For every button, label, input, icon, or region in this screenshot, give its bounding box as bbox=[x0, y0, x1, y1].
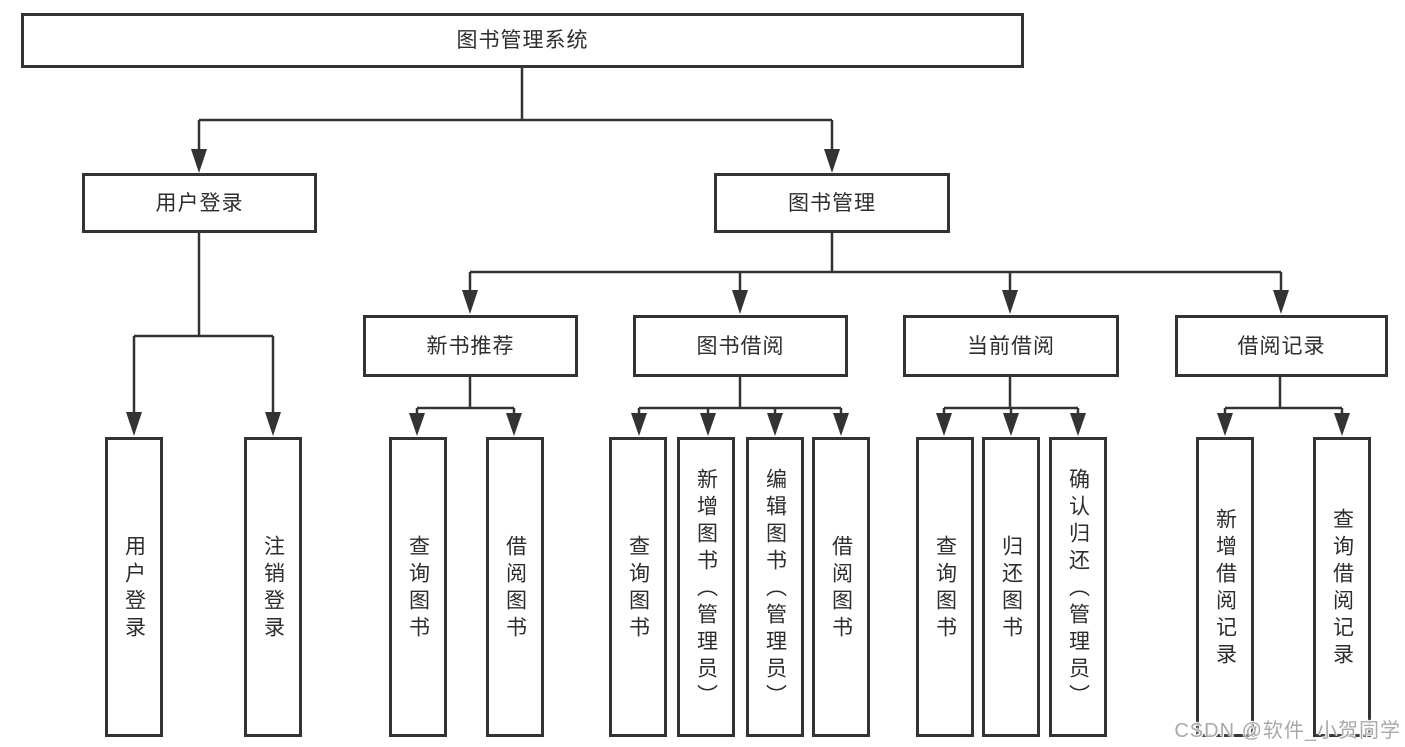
leaf-query-books-borrow: 查询图书 bbox=[609, 437, 667, 737]
leaf-logout: 注销登录 bbox=[244, 437, 302, 737]
leaf-add-borrow-record: 新增借阅记录 bbox=[1196, 437, 1254, 737]
node-current-borrowing: 当前借阅 bbox=[903, 315, 1119, 377]
leaf-borrow-books-recommend: 借阅图书 bbox=[486, 437, 544, 737]
leaf-query-books-current: 查询图书 bbox=[916, 437, 974, 737]
node-library-management-system: 图书管理系统 bbox=[21, 13, 1024, 68]
leaf-borrow-books: 借阅图书 bbox=[812, 437, 870, 737]
leaf-return-books: 归还图书 bbox=[982, 437, 1040, 737]
connector-borrow-records-to-leaves bbox=[1217, 377, 1350, 436]
connector-user-login-to-leaves bbox=[126, 233, 281, 436]
csdn-watermark: CSDN @软件_小贺同学 bbox=[1174, 720, 1401, 742]
connector-current-borrow-to-leaves bbox=[936, 377, 1086, 436]
node-book-management: 图书管理 bbox=[714, 173, 950, 233]
node-user-login: 用户登录 bbox=[82, 173, 317, 233]
connector-book-management-to-level3 bbox=[462, 233, 1289, 314]
leaf-query-borrow-record: 查询借阅记录 bbox=[1313, 437, 1371, 737]
leaf-add-books-admin: 新增图书（管理员） bbox=[677, 437, 735, 737]
node-book-borrowing: 图书借阅 bbox=[633, 315, 848, 377]
connector-book-borrow-to-leaves bbox=[631, 377, 849, 436]
leaf-edit-books-admin: 编辑图书（管理员） bbox=[746, 437, 804, 737]
node-new-book-recommendation: 新书推荐 bbox=[363, 315, 578, 377]
node-borrowing-records: 借阅记录 bbox=[1175, 315, 1388, 377]
leaf-confirm-return-admin: 确认归还（管理员） bbox=[1049, 437, 1107, 737]
leaf-user-login: 用户登录 bbox=[105, 437, 163, 737]
connector-new-book-to-leaves bbox=[409, 377, 522, 436]
leaf-query-books-recommend: 查询图书 bbox=[389, 437, 447, 737]
connector-root-to-level2 bbox=[191, 68, 840, 173]
